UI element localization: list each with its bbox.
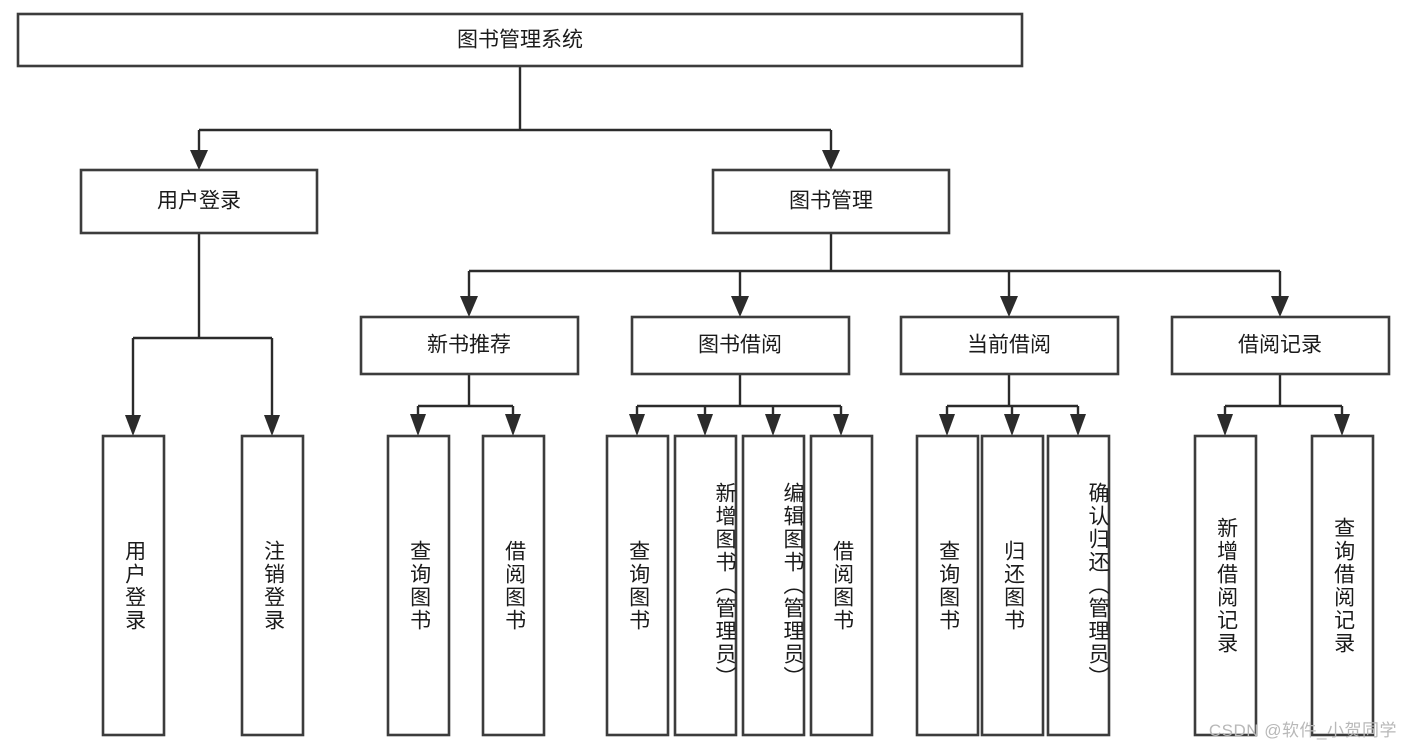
node-current-borrow-label: 当前借阅 <box>967 334 1051 357</box>
node-borrow-record-rect[interactable] <box>1170 315 1391 376</box>
node-leaf-user-login-rect[interactable] <box>101 434 166 737</box>
arrow-to-leaf-logout <box>264 415 280 436</box>
arrow-to-leaf-confirm-return <box>1070 414 1086 436</box>
node-leaf-return-book-rect[interactable] <box>980 434 1045 737</box>
arrow-to-leaf-return-book <box>1004 414 1020 436</box>
arrow-to-book-borrow <box>731 296 749 317</box>
node-user-login[interactable]: 用户登录 <box>79 168 319 235</box>
node-leaf-confirm-return-rect[interactable] <box>1046 434 1111 737</box>
arrow-to-leaf-query-book-b <box>629 414 645 436</box>
arrow-to-leaf-add-record <box>1217 414 1233 436</box>
node-leaf-borrow-book-a-rect[interactable] <box>481 434 546 737</box>
arrow-to-leaf-add-book <box>697 414 713 436</box>
node-new-book-rec-label: 新书推荐 <box>427 334 511 357</box>
node-root[interactable]: 图书管理系统 <box>16 12 1024 68</box>
arrow-to-new-book-rec <box>460 296 478 317</box>
arrow-to-leaf-user-login <box>125 415 141 436</box>
node-leaf-edit-book-rect[interactable] <box>741 434 806 737</box>
arrow-to-leaf-edit-book <box>765 414 781 436</box>
node-leaf-query-record-rect[interactable] <box>1310 434 1375 737</box>
node-leaf-add-record-rect[interactable] <box>1193 434 1258 737</box>
node-borrow-record[interactable]: 借阅记录 <box>1170 315 1391 376</box>
node-root-label: 图书管理系统 <box>457 29 583 52</box>
node-leaf-query-book-c-rect[interactable] <box>915 434 980 737</box>
node-leaf-add-book-rect[interactable] <box>673 434 738 737</box>
node-current-borrow-rect[interactable] <box>899 315 1120 376</box>
node-book-manage-rect[interactable] <box>711 168 951 235</box>
arrow-to-borrow-record <box>1271 296 1289 317</box>
node-book-borrow[interactable]: 图书借阅 <box>630 315 851 376</box>
node-leaf-borrow-book-b-rect[interactable] <box>809 434 874 737</box>
csdn-watermark: CSDN @软件_小贺同学 <box>1208 721 1397 740</box>
arrow-to-current-borrow <box>1000 296 1018 317</box>
node-book-borrow-rect[interactable] <box>630 315 851 376</box>
arrow-to-leaf-borrow-book-b <box>833 414 849 436</box>
node-current-borrow[interactable]: 当前借阅 <box>899 315 1120 376</box>
node-new-book-rec[interactable]: 新书推荐 <box>359 315 580 376</box>
node-new-book-rec-rect[interactable] <box>359 315 580 376</box>
node-user-login-rect[interactable] <box>79 168 319 235</box>
arrow-to-leaf-query-record <box>1334 414 1350 436</box>
node-user-login-label: 用户登录 <box>157 190 241 213</box>
node-book-manage[interactable]: 图书管理 <box>711 168 951 235</box>
arrow-root-to-user-login <box>190 150 208 170</box>
arrow-to-leaf-query-book-c <box>939 414 955 436</box>
node-root-rect[interactable] <box>16 12 1024 68</box>
node-leaf-query-book-b-rect[interactable] <box>605 434 670 737</box>
arrow-to-leaf-query-book-a <box>410 414 426 436</box>
node-leaf-query-book-a-rect[interactable] <box>386 434 451 737</box>
node-borrow-record-label: 借阅记录 <box>1238 334 1322 357</box>
connector-layer <box>125 66 1350 436</box>
node-layer: 图书管理系统 用户登录 图书管理 新书推荐 图书借阅 当前 <box>16 12 1391 737</box>
node-book-borrow-label: 图书借阅 <box>698 334 782 357</box>
arrow-to-leaf-borrow-book-a <box>505 414 521 436</box>
arrow-root-to-book-manage <box>822 150 840 170</box>
node-book-manage-label: 图书管理 <box>789 190 873 213</box>
node-leaf-logout-rect[interactable] <box>240 434 305 737</box>
